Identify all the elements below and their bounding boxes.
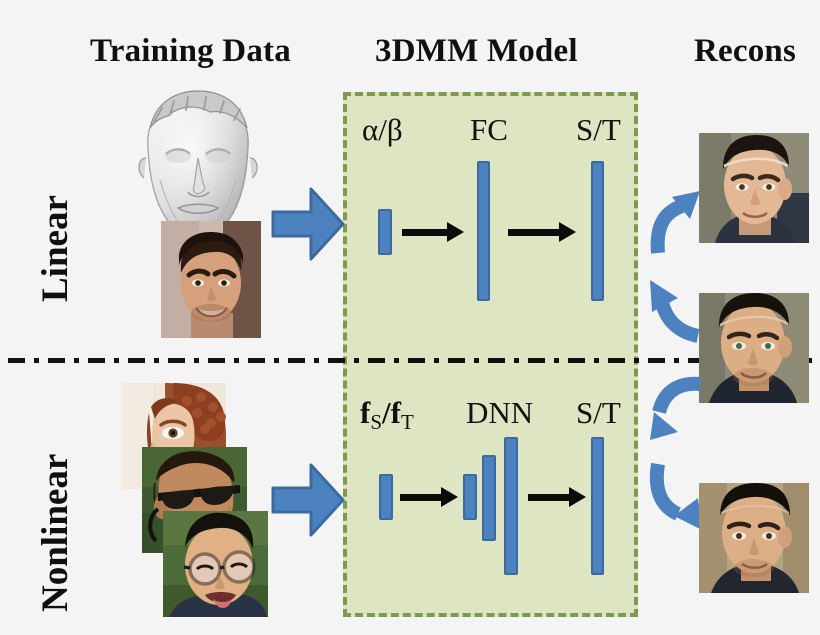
column-header-recons: Recons: [694, 33, 797, 69]
label-dnn: DNN: [466, 395, 534, 430]
network-bar-st-nonlinear: [591, 437, 604, 575]
curved-arrow-down-left-icon-nonlinear: [648, 376, 706, 446]
recon-image-input: [699, 293, 809, 403]
row-divider: [8, 358, 812, 363]
row-label-linear: Linear: [35, 195, 76, 302]
curved-arrow-down-right-icon-nonlinear: [648, 460, 706, 532]
label-f-sub-shape: S: [370, 409, 383, 434]
recon-image-linear: [699, 133, 809, 243]
label-f-sep: /f: [382, 395, 401, 430]
network-bar-input-nonlinear: [379, 474, 393, 520]
block-arrow-right-icon-nonlinear: [271, 462, 345, 538]
column-header-3dmm-model: 3DMM Model: [375, 33, 578, 69]
label-fc: FC: [470, 112, 508, 147]
network-bar-dnn-3: [504, 437, 518, 575]
curved-arrow-up-left-icon-linear: [648, 272, 706, 343]
block-arrow-right-icon-linear: [271, 186, 345, 262]
training-photo-nonlinear-3: [163, 511, 268, 617]
label-st-linear: S/T: [576, 112, 621, 147]
row-label-nonlinear: Nonlinear: [35, 453, 76, 612]
label-f-sub-texture: T: [400, 409, 414, 434]
label-alpha-beta: α/β: [362, 112, 403, 147]
network-bar-st-linear: [591, 161, 604, 301]
label-st-nonlinear: S/T: [576, 395, 621, 430]
recon-image-nonlinear: [699, 483, 809, 593]
network-bar-fc: [477, 161, 490, 301]
arrow-right-icon-linear-1: [402, 222, 464, 242]
network-bar-dnn-1: [463, 474, 477, 520]
face-mesh-icon: [126, 88, 271, 248]
column-header-training-data: Training Data: [90, 33, 291, 69]
arrow-right-icon-linear-2: [508, 222, 576, 242]
label-f-shape-texture: fS/fT: [360, 395, 414, 435]
network-bar-dnn-2: [482, 455, 496, 541]
arrow-right-icon-nonlinear-1: [400, 487, 458, 507]
arrow-right-icon-nonlinear-2: [528, 487, 586, 507]
curved-arrow-up-icon-linear: [648, 187, 706, 255]
label-f-base: f: [360, 395, 371, 430]
network-bar-input-linear: [378, 209, 392, 255]
training-photo-linear: [161, 221, 261, 338]
